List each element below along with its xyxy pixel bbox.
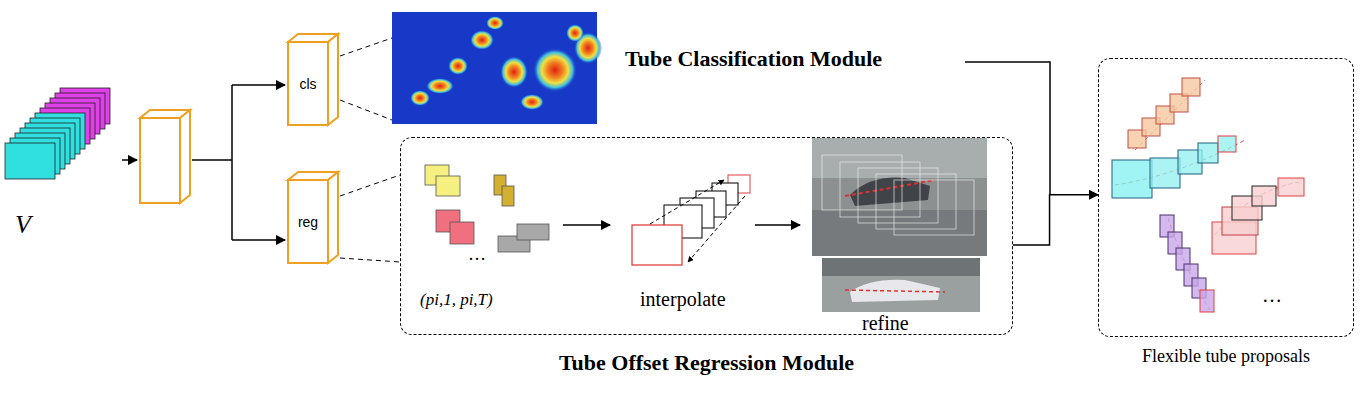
wire [231, 85, 233, 240]
arrow [122, 159, 137, 161]
backbone-box-part [140, 118, 180, 203]
ellipsis: … [1262, 284, 1282, 307]
tube-proposals-part-part [1252, 186, 1276, 206]
refine-photos-part [812, 138, 987, 256]
tube-proposals-part-part [1278, 178, 1304, 196]
arrow [688, 196, 745, 262]
tube-proposals-part [1212, 178, 1304, 254]
refine-photos-part-part [876, 174, 956, 229]
arrow [650, 180, 724, 224]
cls-box-shape [288, 34, 338, 125]
video-input: V [5, 85, 120, 182]
video-frames-part [5, 143, 55, 179]
connector [1013, 195, 1098, 245]
heatmap-part [470, 30, 494, 50]
heatmap [392, 12, 602, 124]
refine-photos-part [822, 258, 980, 276]
arrow [563, 224, 610, 226]
tube-proposals-part [1128, 78, 1200, 148]
node-title: V [15, 210, 31, 240]
node-title: Tube Offset Regression Module [559, 350, 854, 376]
tube-proposals-part-part [1182, 78, 1200, 96]
reg-feature-box: reg [288, 180, 328, 263]
refine-photos-part [845, 290, 945, 292]
tube-proposals-part-part [1218, 136, 1236, 152]
arrow [232, 239, 285, 241]
arrow [232, 84, 285, 86]
heatmap-part [486, 16, 504, 30]
proposals-box: Flexible tube proposals [1098, 58, 1354, 337]
heatmap-part [520, 94, 544, 110]
tube-proposals-part-part [1200, 290, 1214, 312]
refine-photos-part [850, 178, 930, 206]
offset-notation: (pi,1, pi,T) [420, 290, 493, 310]
refine-photos-part [812, 138, 987, 178]
interpolate-stack [632, 175, 750, 265]
offset-boxes-part [517, 224, 549, 240]
refine-photos-part-part [822, 155, 902, 210]
offset-boxes-part [436, 176, 460, 196]
offset-boxes [425, 165, 549, 252]
refine-photos-part-part [858, 168, 938, 223]
heatmap-part [392, 12, 597, 124]
cls-feature-box: cls [288, 42, 328, 125]
leader-line [340, 258, 400, 262]
leader-line [340, 175, 400, 196]
arrow [755, 224, 800, 226]
step-label: interpolate [640, 288, 726, 311]
wire [192, 159, 232, 161]
reg-box-shape [288, 172, 338, 263]
tube-proposals-part-part [1198, 143, 1218, 163]
leader-line [340, 100, 392, 120]
reg-box-shape-part [288, 180, 328, 263]
refine-photos-part-part [840, 162, 920, 217]
heatmap-part [426, 78, 454, 94]
refine-photos [812, 138, 987, 312]
node-title: Flexible tube proposals [1142, 346, 1310, 367]
tube-proposals-part-part [1170, 94, 1188, 112]
tube-proposals [1112, 78, 1304, 312]
node-title: reg [298, 214, 318, 230]
leader-line [340, 38, 392, 56]
backbone-box [140, 110, 190, 203]
module-title: Tube Classification Module [625, 46, 882, 72]
step-label: refine [862, 312, 909, 335]
cls-box-shape-part [288, 42, 328, 125]
refine-photos-part [845, 180, 935, 196]
offset-boxes-part [502, 186, 514, 206]
heatmap-part [500, 56, 528, 88]
heatmap-part [533, 48, 577, 92]
reg-box-shape-part [328, 172, 338, 263]
tube-proposals-part [1112, 136, 1236, 198]
refine-photos-part [822, 155, 974, 235]
tube-proposals-part [1160, 215, 1214, 312]
ellipsis: … [468, 244, 486, 265]
refine-photos-part-part [894, 180, 974, 235]
refine-photos-part [822, 258, 980, 312]
tube-proposals-part-part [1150, 158, 1180, 188]
heatmap-part [566, 24, 584, 42]
tube-proposals-part-part [1112, 160, 1152, 198]
offset-boxes-part [450, 222, 474, 244]
cls-box-shape-part [328, 34, 338, 125]
heatmap-part [448, 57, 468, 75]
video-frames [5, 88, 110, 179]
interpolate-stack-part [632, 225, 682, 265]
heatmap-part [410, 90, 430, 106]
backbone-box-part [180, 110, 190, 203]
node-title: cls [299, 76, 316, 92]
